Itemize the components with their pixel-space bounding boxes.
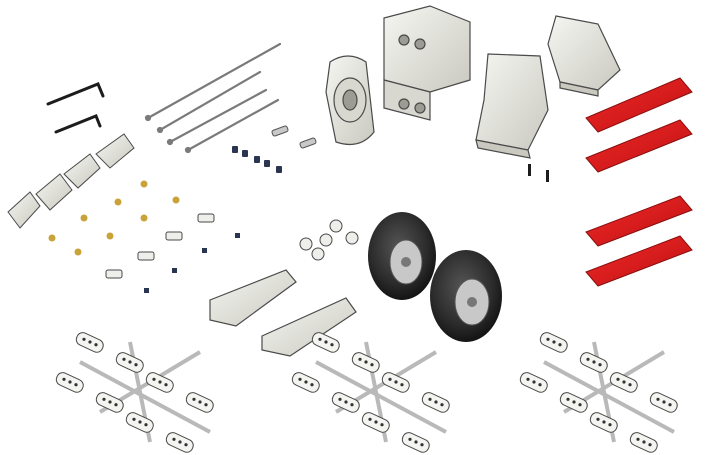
hinge-leaf <box>291 372 320 393</box>
servo-tray <box>547 15 621 97</box>
control-horns <box>7 133 135 229</box>
hinge-leaf <box>331 392 360 413</box>
hinge-leaf <box>649 392 678 413</box>
hinge-sheet-1 <box>55 332 214 453</box>
control-horn-1 <box>7 191 41 229</box>
hinge-leaf <box>361 412 390 433</box>
pushrod-4 <box>186 98 280 152</box>
small-black-nuts <box>144 233 240 293</box>
red-pad-3 <box>585 195 693 247</box>
hinge-leaf <box>145 372 174 393</box>
hinge-leaf <box>185 392 214 413</box>
control-horn-2 <box>35 173 73 211</box>
red-pad-4 <box>585 235 693 287</box>
allen-keys <box>46 82 105 134</box>
brass-nuts <box>48 180 180 256</box>
wheel-1 <box>368 212 436 300</box>
red-pads <box>585 77 693 287</box>
control-horn-3 <box>63 153 101 189</box>
steering-arm-1 <box>209 269 297 327</box>
pushrod-1 <box>146 42 282 120</box>
allen-key-2 <box>54 114 102 134</box>
hinge-leaf <box>165 432 194 453</box>
hinge-leaf <box>421 392 450 413</box>
clevises <box>105 213 215 279</box>
black-pins <box>528 164 549 182</box>
hinge-sheets <box>55 332 678 453</box>
red-pad-1 <box>585 77 693 133</box>
fork-bracket <box>475 53 549 159</box>
gear-block <box>383 5 471 121</box>
hinge-leaf <box>401 432 430 453</box>
allen-key-1 <box>46 82 105 106</box>
hinge-leaf <box>539 332 568 353</box>
wheel-2 <box>430 250 502 342</box>
screw-1 <box>271 125 289 137</box>
hinge-leaf <box>95 392 124 413</box>
hinge-leaf <box>589 412 618 433</box>
steering-arm-2 <box>261 297 357 357</box>
pushrod-2 <box>158 70 262 132</box>
wheel-collars <box>299 219 359 261</box>
hinge-leaf <box>381 372 410 393</box>
hinge-leaf <box>351 352 380 373</box>
hinge-leaf <box>519 372 548 393</box>
control-horn-4 <box>95 133 135 169</box>
pushrod-3 <box>168 88 268 144</box>
screw-2 <box>299 137 317 149</box>
hinge-sheet-2 <box>291 332 450 453</box>
hinge-leaf <box>609 372 638 393</box>
hinge-leaf <box>311 332 340 353</box>
hinge-leaf <box>629 432 658 453</box>
hinge-leaf <box>75 332 104 353</box>
motor-mount <box>325 55 375 145</box>
hinge-sheet-3 <box>519 332 678 453</box>
pushrods <box>144 42 282 154</box>
small-screws <box>271 125 317 149</box>
red-pad-2 <box>585 119 693 173</box>
hinge-leaf <box>115 352 144 373</box>
hinge-leaf <box>55 372 84 393</box>
blue-bolts <box>232 146 282 173</box>
hinge-leaf <box>579 352 608 373</box>
hinge-leaf <box>559 392 588 413</box>
hinge-leaf <box>125 412 154 433</box>
